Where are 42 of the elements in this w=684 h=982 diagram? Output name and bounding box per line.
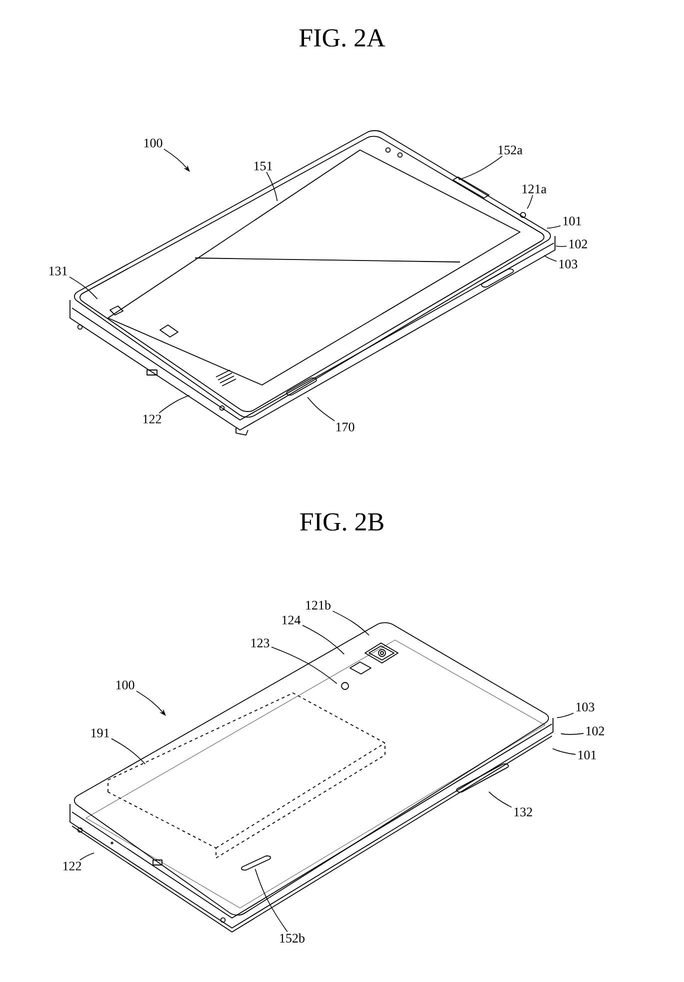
leader-line: [79, 852, 95, 860]
leader-line: [302, 624, 345, 655]
leader-line: [271, 646, 338, 684]
callout-number: 131: [49, 266, 67, 276]
leader-line: [332, 610, 370, 636]
leader-line: [458, 156, 503, 180]
figure-label: FIG. 2A: [299, 29, 386, 47]
callout-number: 132: [514, 808, 532, 816]
leader-line: [307, 396, 336, 422]
leader-line: [526, 194, 534, 210]
leader-line: [556, 712, 574, 718]
callout-number: 101: [578, 750, 596, 760]
leader-line: [254, 868, 288, 932]
leader-line: [111, 738, 146, 764]
callout-number: 101: [563, 216, 581, 226]
leader-line: [488, 791, 512, 808]
callout-number: 103: [559, 260, 578, 268]
callout-number: 122: [143, 414, 162, 424]
callout-number: 170: [336, 422, 354, 432]
figure-label: FIG. 2B: [300, 513, 384, 531]
leader-line: [69, 276, 98, 300]
callout-number: 151: [254, 162, 272, 170]
leader-line: [546, 225, 561, 229]
leader-line: [560, 733, 584, 735]
callout-number: 191: [91, 728, 109, 738]
callout-number: 152a: [498, 146, 522, 154]
callout-number: 100: [116, 680, 134, 690]
callout-number: 124: [282, 616, 301, 624]
callout-number: 122: [63, 862, 82, 870]
callout-number: 102: [586, 726, 604, 736]
callout-number: 121a: [522, 184, 546, 194]
leader-line: [555, 246, 567, 247]
callout-number: 152b: [280, 933, 304, 943]
callout-number: 123: [251, 638, 270, 648]
leader-line: [552, 748, 576, 755]
callout-number: 103: [576, 702, 594, 712]
leader-line: [158, 395, 190, 414]
callout-number: 102: [569, 240, 588, 248]
leader-line: [266, 172, 278, 202]
leader-line: [544, 255, 557, 262]
callout-number: 100: [144, 138, 162, 148]
callout-number: 121b: [306, 600, 330, 610]
